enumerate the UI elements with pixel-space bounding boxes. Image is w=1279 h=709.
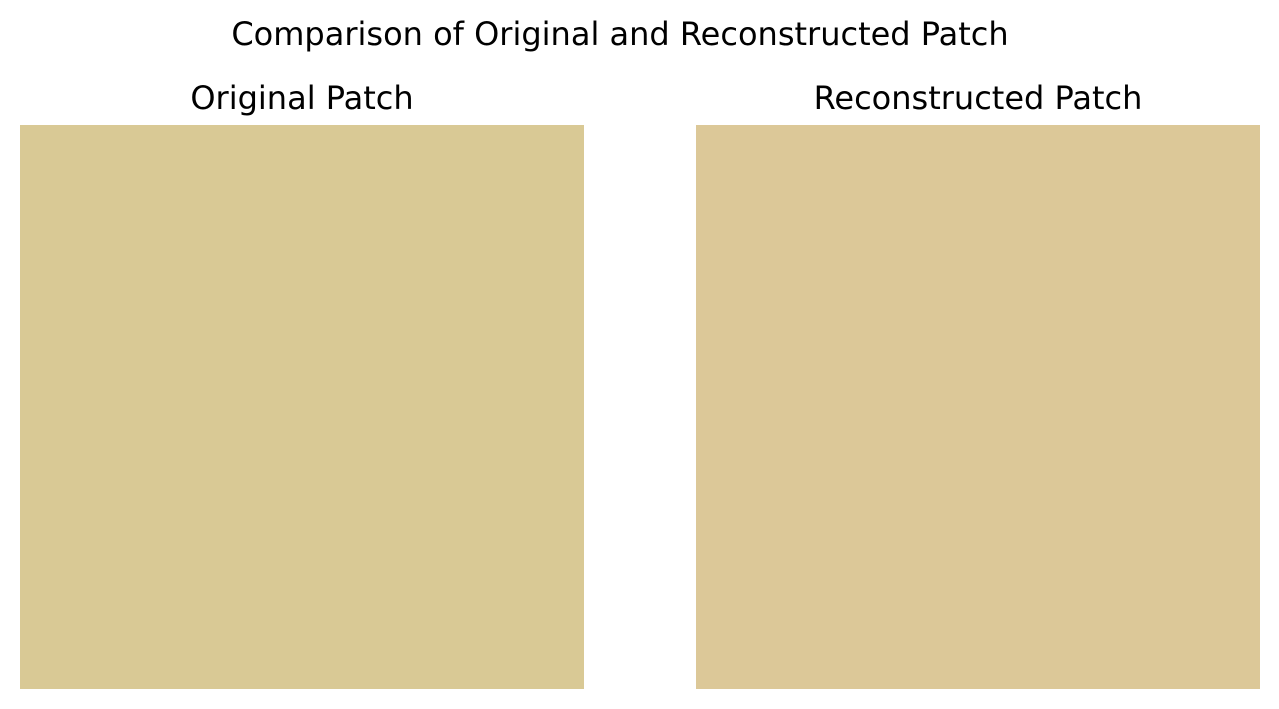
reconstructed-patch-image [696, 125, 1260, 689]
figure-title: Comparison of Original and Reconstructed… [231, 15, 1009, 53]
original-patch-image [20, 125, 584, 689]
reconstructed-patch-title: Reconstructed Patch [813, 79, 1143, 117]
original-patch-title: Original Patch [190, 79, 414, 117]
patch-cell [696, 125, 1260, 689]
patch-cell [20, 125, 584, 689]
